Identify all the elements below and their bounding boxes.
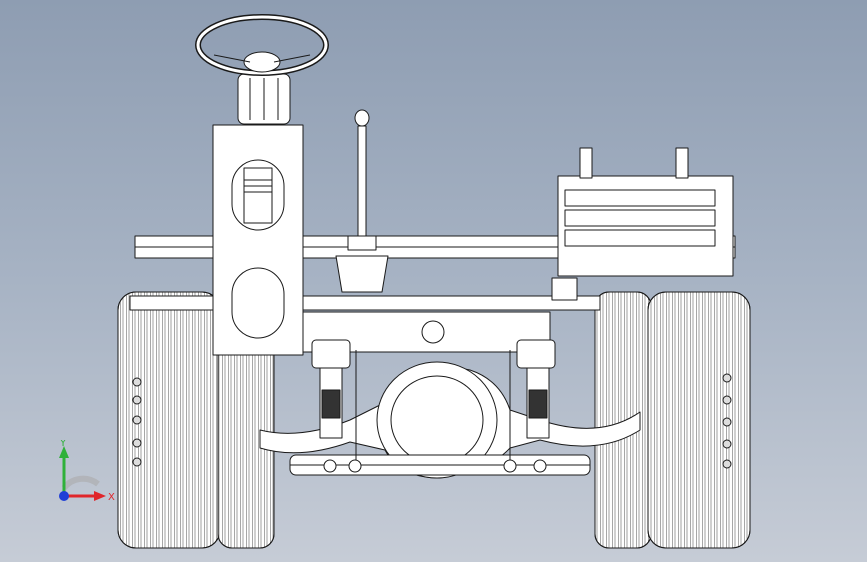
z-axis-origin: [59, 491, 69, 501]
right-hub: [722, 373, 732, 469]
rear-axle-housing[interactable]: [259, 361, 641, 479]
gear-shift-lever[interactable]: [335, 109, 389, 293]
left-shock-absorber[interactable]: [311, 339, 357, 460]
x-axis-label: X: [108, 492, 115, 503]
left-wheel-inner[interactable]: [217, 299, 275, 549]
coordinate-triad: Y X: [59, 440, 115, 503]
steering-wheel[interactable]: [195, 14, 329, 76]
fuel-tank[interactable]: [551, 147, 734, 301]
right-shock-absorber[interactable]: [509, 339, 556, 460]
left-hub: [132, 377, 142, 467]
right-wheel-inner[interactable]: [594, 291, 652, 549]
y-axis-label: Y: [59, 440, 67, 449]
right-wheel-outer[interactable]: [647, 291, 751, 549]
steering-column[interactable]: [237, 73, 291, 125]
steering-column-housing[interactable]: [212, 124, 304, 356]
